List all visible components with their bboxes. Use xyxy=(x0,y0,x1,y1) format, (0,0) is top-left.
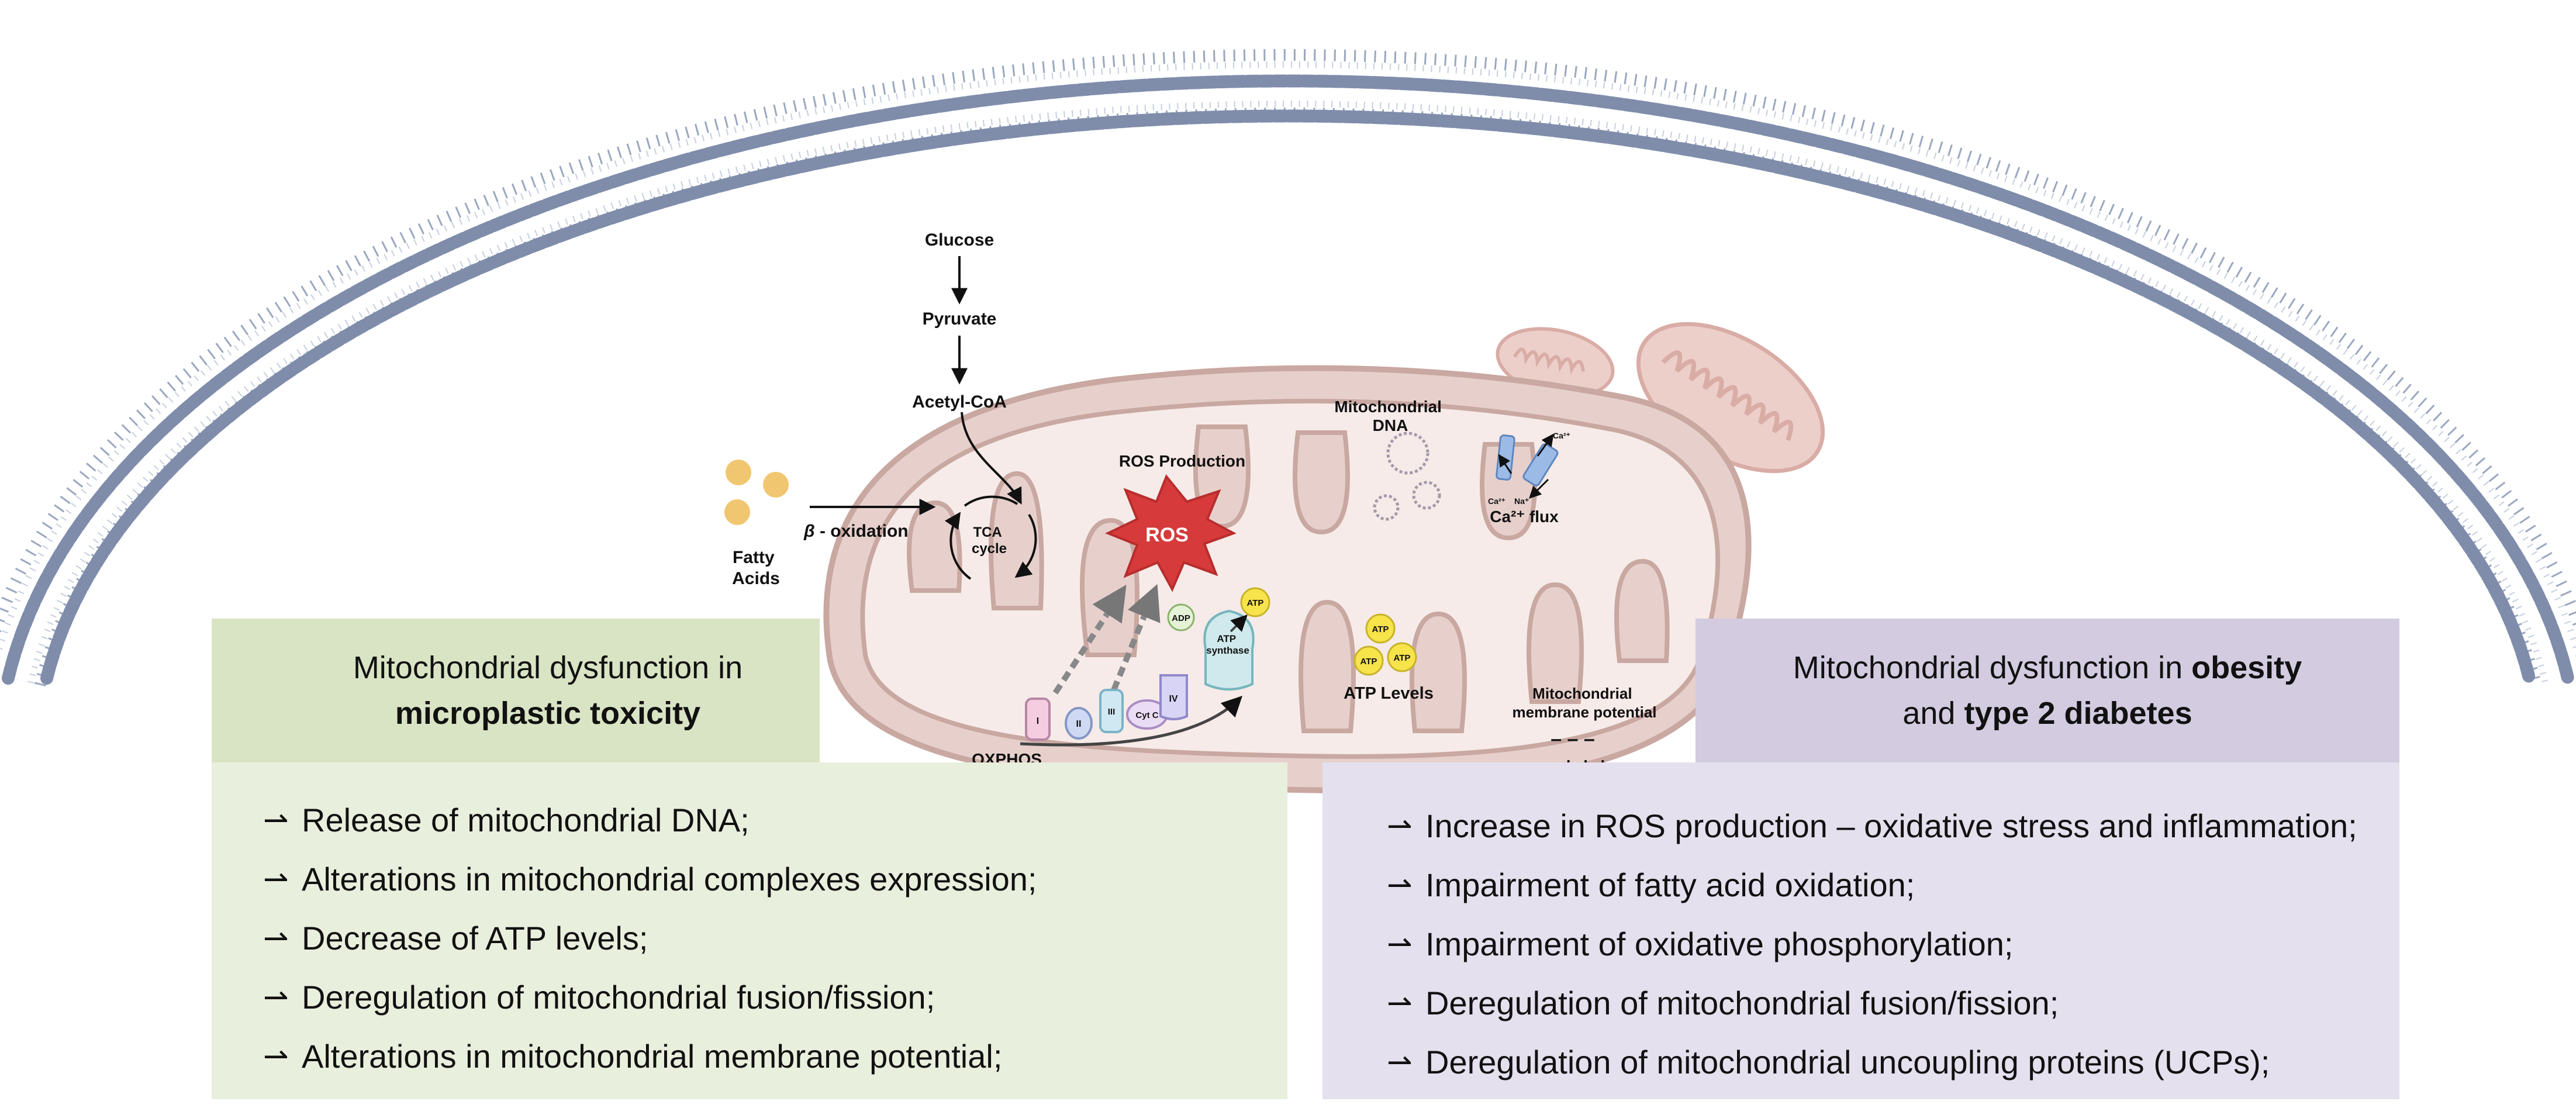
beta-symbol: β xyxy=(803,522,815,541)
item-text: Alterations in mitochondrial complexes e… xyxy=(302,861,1037,897)
left-title-line1: Mitochondrial dysfunction in xyxy=(353,650,743,685)
list-item: ⇀ Alterations in mitochondrial complexes … xyxy=(263,850,1037,909)
membrane-line2: membrane potential xyxy=(1512,703,1656,721)
atp-levels-label: ATP Levels xyxy=(1344,684,1434,703)
item-text: Deregulation of mitochondrial fusion/fis… xyxy=(1425,985,2059,1021)
ros-burst xyxy=(1105,474,1237,592)
membrane-line1: Mitochondrial xyxy=(1532,685,1632,702)
mt-dna-label: Mitochondrial DNA xyxy=(1334,398,1446,434)
item-text: Impairment of fatty acid oxidation; xyxy=(1425,867,1915,903)
beta-oxidation-label: β - oxidation xyxy=(803,522,909,541)
adp-label: ADP xyxy=(1172,613,1190,623)
arrow-icon: ⇀ xyxy=(1387,1045,1413,1079)
atp-label-1: ATP xyxy=(1247,598,1264,608)
complex-1-label: I xyxy=(1037,716,1039,726)
complex-2-label: II xyxy=(1076,719,1082,729)
atp-label-2: ATP xyxy=(1372,624,1389,634)
fatty-acids-line1: Fatty xyxy=(733,548,775,567)
oxphos-to-ros-arrow xyxy=(1052,584,1127,695)
atp-synthase-line2: synthase xyxy=(1206,645,1249,656)
electron-transport-chain xyxy=(1020,609,1255,747)
right-findings-list: ⇀ Increase in ROS production – oxidative … xyxy=(1387,796,2357,1092)
atp-synthase-label: ATP synthase xyxy=(1206,633,1249,656)
list-item: ⇀ Impairment of fatty acid oxidation; xyxy=(1387,855,2357,914)
list-item: ⇀ Decrease of ATP levels; xyxy=(263,909,1037,968)
tca-cycle xyxy=(944,495,1037,580)
list-item: ⇀ Impairment of oxidative phosphorylation… xyxy=(1387,914,2357,974)
right-title-line1: Mitochondrial dysfunction in obesity xyxy=(1793,645,2302,691)
glycolysis-arrows xyxy=(951,256,1022,505)
left-findings-list: ⇀ Release of mitochondrial DNA; ⇀ Alterati… xyxy=(263,790,1037,1086)
mt-dna-line1: Mitochondrial xyxy=(1334,398,1442,416)
item-text: Release of mitochondrial DNA; xyxy=(302,802,750,838)
arrow-icon: ⇀ xyxy=(263,803,289,837)
cell-membrane xyxy=(0,49,2576,686)
right-title-bold1: obesity xyxy=(2191,650,2302,685)
tca-line1: TCA xyxy=(973,524,1002,540)
list-item: ⇀ Release of mitochondrial DNA; xyxy=(263,790,1037,850)
item-text: Decrease of ATP levels; xyxy=(302,920,648,957)
item-text: Alterations in mitochondrial membrane po… xyxy=(302,1038,1003,1075)
mtdna-circles xyxy=(1373,431,1441,521)
fatty-acid-droplets xyxy=(724,460,789,525)
pyruvate-label: Pyruvate xyxy=(923,309,997,329)
tca-label: TCA cycle xyxy=(972,524,1007,557)
ros-production-label: ROS Production xyxy=(1119,452,1245,470)
right-title-line2: and type 2 diabetes xyxy=(1902,691,2192,736)
list-item: ⇀ Deregulation of mitochondrial uncouplin… xyxy=(1387,1033,2357,1092)
right-title-mid: and xyxy=(1902,696,1964,731)
na-ion-label: Na⁺ xyxy=(1514,496,1529,506)
item-text: Impairment of oxidative phosphorylation; xyxy=(1425,926,2014,962)
list-item: ⇀ Alterations in mitochondrial membrane p… xyxy=(263,1027,1037,1086)
atp-synthase-line1: ATP xyxy=(1217,633,1235,644)
list-item: ⇀ Increase in ROS production – oxidative … xyxy=(1387,796,2357,855)
arrow-icon: ⇀ xyxy=(263,862,289,896)
ca-ion-label-2: Ca²⁺ xyxy=(1488,496,1505,506)
item-text: Deregulation of mitochondrial uncoupling… xyxy=(1425,1044,2270,1081)
complex-4-label: IV xyxy=(1169,694,1177,704)
arrow-icon: ⇀ xyxy=(1387,868,1413,902)
arrow-icon: ⇀ xyxy=(263,980,289,1014)
cyt-c-label: Cyt C xyxy=(1135,710,1158,720)
acetyl-coa-label: Acetyl-CoA xyxy=(912,392,1007,412)
ca-flux-label: Ca²⁺ flux xyxy=(1490,508,1559,526)
membrane-potential-label: Mitochondrial membrane potential xyxy=(1512,685,1656,721)
item-text: Deregulation of mitochondrial fusion/fis… xyxy=(302,979,935,1016)
left-panel-title: Mitochondrial dysfunction in microplasti… xyxy=(212,619,884,762)
arrow-icon: ⇀ xyxy=(263,921,289,955)
right-panel-body xyxy=(1322,762,2399,1099)
left-panel-body xyxy=(212,762,1287,1099)
atp-adp-molecules xyxy=(1167,587,1417,676)
arrow-icon: ⇀ xyxy=(1387,927,1413,961)
tca-line2: cycle xyxy=(972,541,1007,557)
left-title-bold: microplastic toxicity xyxy=(395,696,701,731)
calcium-channels xyxy=(1496,433,1559,499)
fatty-acids-line2: Acids xyxy=(732,569,780,588)
ros-label: ROS xyxy=(1145,524,1189,546)
left-panel-header xyxy=(212,619,820,762)
complex-3-label: III xyxy=(1108,707,1116,717)
mitochondrion xyxy=(823,365,1752,793)
list-item: ⇀ Deregulation of mitochondrial fusion/fi… xyxy=(1387,974,2357,1033)
atp-label-3: ATP xyxy=(1360,657,1377,667)
right-title-pre: Mitochondrial dysfunction in xyxy=(1793,650,2192,685)
atp-label-4: ATP xyxy=(1394,653,1411,663)
right-title-bold2: type 2 diabetes xyxy=(1964,696,2192,731)
arrow-icon: ⇀ xyxy=(1387,809,1413,843)
oxphos-to-ros-arrow-2 xyxy=(1111,584,1161,691)
item-text: Increase in ROS production – oxidative s… xyxy=(1425,807,2357,844)
mt-dna-line2: DNA xyxy=(1373,416,1408,434)
list-item: ⇀ Deregulation of mitochondrial fusion/fi… xyxy=(263,968,1037,1027)
arrow-icon: ⇀ xyxy=(1387,986,1413,1020)
beta-oxidation-text: - oxidation xyxy=(815,522,909,541)
glucose-label: Glucose xyxy=(925,230,994,250)
ca-ion-label-1: Ca²⁺ xyxy=(1553,431,1570,440)
right-panel-title: Mitochondrial dysfunction in obesity and… xyxy=(1696,619,2399,762)
fatty-acids-label: Fatty Acids xyxy=(732,548,780,588)
arrow-icon: ⇀ xyxy=(263,1039,289,1073)
minus-signs: – – – xyxy=(1551,728,1595,750)
right-panel-header xyxy=(1696,619,2399,762)
